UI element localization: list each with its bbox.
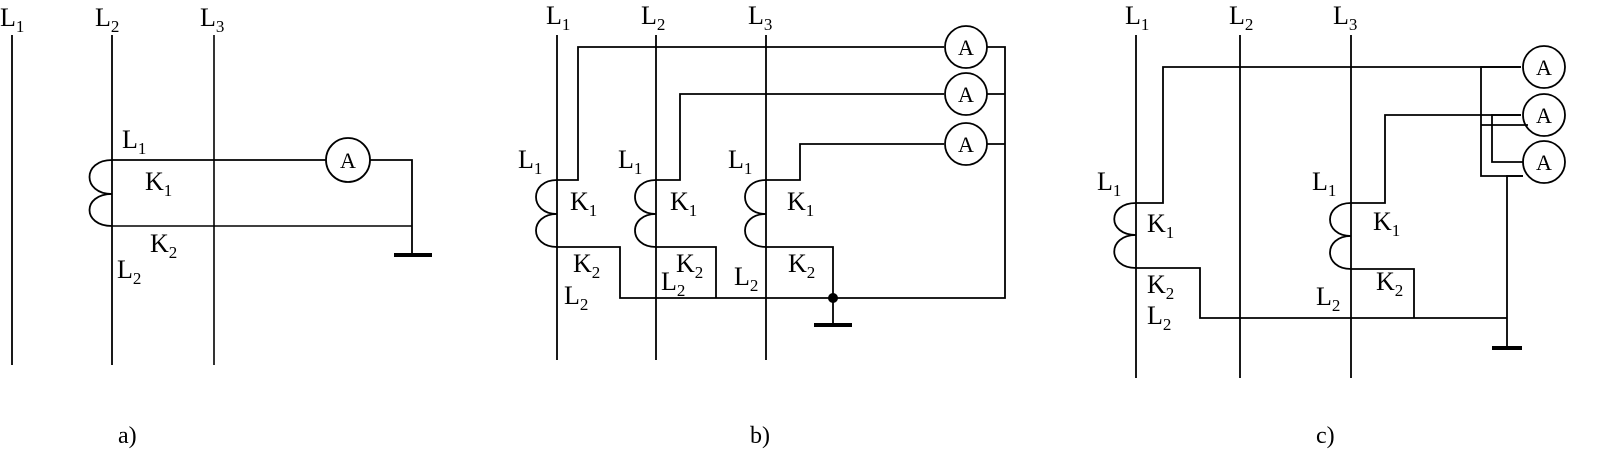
ammeter-3: A: [1522, 140, 1566, 184]
ammeter-3: A: [944, 122, 988, 166]
svg-text:A: A: [1536, 55, 1552, 80]
caption-b: b): [750, 423, 770, 449]
terminal-label-k1-phase3: K1: [787, 187, 814, 220]
terminal-label-k2-phase2: K2: [676, 249, 703, 282]
svg-text:A: A: [958, 132, 974, 157]
wire-meter-to-ground: [1506, 175, 1523, 348]
caption-c: c): [1316, 423, 1335, 449]
wire-k2-phase3: [1351, 268, 1415, 318]
svg-text:A: A: [958, 35, 974, 60]
wire-k1-phase1: [557, 46, 944, 181]
terminal-label-k1: K1: [145, 167, 172, 200]
current-transformer-coil-1: [535, 179, 558, 248]
ammeter-2: A: [944, 72, 988, 116]
bus-label-l3: L3: [1333, 1, 1357, 34]
wire-k1-phase2: [656, 93, 944, 181]
wire-k1-phase3: [1351, 114, 1521, 204]
terminal-label-l2-phase3: L2: [734, 262, 758, 295]
wire-k2-phase2: [656, 246, 717, 298]
ammeter-2: A: [1522, 93, 1566, 137]
terminal-label-k2: K2: [150, 229, 177, 262]
panel-c: L1 L2 L3 A A A L1 K1 K2: [1097, 1, 1566, 449]
wire-k2-phase3: [766, 246, 834, 298]
terminal-label-k2-phase1: K2: [573, 249, 600, 282]
caption-a: a): [118, 423, 137, 449]
terminal-label-l2-phase3: L2: [1316, 282, 1340, 315]
bus-label-l2: L2: [641, 1, 665, 34]
terminal-label-l1-phase3: L1: [1312, 167, 1336, 200]
terminal-label-l1-phase3: L1: [728, 145, 752, 178]
bus-label-l1: L1: [546, 1, 570, 34]
svg-text:A: A: [1536, 150, 1552, 175]
terminal-label-k2-phase3: K2: [788, 249, 815, 282]
current-transformer-coil-1: [1113, 202, 1137, 269]
terminal-label-l2-phase2: L2: [661, 267, 685, 300]
wire-k1-phase1: [1136, 66, 1521, 204]
ammeter-label: A: [340, 148, 356, 173]
current-transformer-coil-3: [1329, 202, 1352, 270]
ammeter-1: A: [944, 25, 988, 69]
terminal-label-k1-phase3: K1: [1373, 207, 1400, 240]
wire-k2-phase1: [557, 246, 833, 299]
current-transformer-coil-3: [744, 179, 767, 248]
wire-k2-phase1: [1136, 267, 1507, 319]
bus-label-l3: L3: [748, 1, 772, 34]
terminal-label-k1-phase2: K1: [670, 187, 697, 220]
terminal-label-l1: L1: [122, 125, 146, 158]
terminal-label-l1-phase2: L1: [618, 145, 642, 178]
wire-meter-link-inner: [1491, 114, 1523, 163]
current-transformer-coil: [88, 159, 113, 227]
bus-label-l2: L2: [1229, 1, 1253, 34]
wire-ammeter-common-return: [833, 46, 1006, 299]
svg-text:A: A: [1536, 103, 1552, 128]
wire-meter-link-left: [1480, 66, 1523, 177]
bus-label-l3: L3: [200, 3, 224, 36]
terminal-label-k2-phase1: K2: [1147, 270, 1174, 303]
svg-text:A: A: [958, 82, 974, 107]
wire-k1-phase3: [766, 143, 944, 181]
terminal-label-l2-phase1: L2: [564, 281, 588, 314]
terminal-label-l1-phase1: L1: [518, 145, 542, 178]
terminal-label-l2-phase1: L2: [1147, 301, 1171, 334]
bus-label-l1: L1: [0, 3, 24, 36]
terminal-label-l1-phase1: L1: [1097, 167, 1121, 200]
current-transformer-coil-2: [634, 179, 657, 248]
bus-label-l1: L1: [1125, 1, 1149, 34]
terminal-label-k2-phase3: K2: [1376, 267, 1403, 300]
panel-b: L1 L2 L3 A A A: [518, 1, 1006, 449]
terminal-label-k1-phase1: K1: [570, 187, 597, 220]
terminal-label-k1-phase1: K1: [1147, 209, 1174, 242]
ammeter-1: A: [1522, 45, 1566, 89]
ammeter: A: [325, 137, 371, 183]
wire-ammeter-to-ground: [370, 159, 413, 255]
bus-label-l2: L2: [95, 3, 119, 36]
terminal-label-l2: L2: [117, 255, 141, 288]
panel-a: L1 L2 L3 A L1 K1 K2 L2 a): [0, 3, 432, 449]
